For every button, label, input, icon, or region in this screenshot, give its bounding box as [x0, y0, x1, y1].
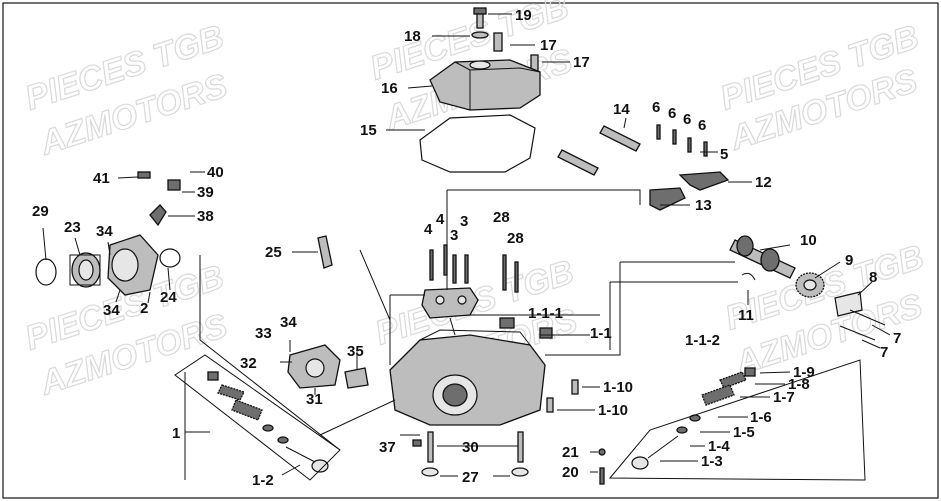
- part-label: 7: [893, 330, 901, 347]
- part-label: 1-1: [590, 325, 612, 342]
- part-label: 37: [379, 439, 396, 456]
- part-label: 1-5: [733, 424, 755, 441]
- thermostat-housing: [107, 171, 181, 296]
- sprocket-plate: [834, 291, 863, 317]
- valve-set-right: [631, 367, 756, 470]
- circlip: [741, 272, 756, 281]
- part-label: 17: [573, 54, 590, 71]
- part-label: 1-10: [598, 402, 628, 419]
- part-label: 28: [493, 209, 510, 226]
- intake-manifold: [287, 344, 341, 389]
- part-label: 21: [562, 444, 579, 461]
- sprocket-bolts: [839, 309, 886, 341]
- part-label: 1-7: [773, 389, 795, 406]
- part-label: 41: [93, 170, 110, 187]
- rocker-shafts: [557, 125, 641, 176]
- part-label: 6: [698, 117, 706, 134]
- part-label: 12: [755, 174, 772, 191]
- part-label: 27: [462, 469, 479, 486]
- part-label: 38: [197, 208, 214, 225]
- part-labels: 19 18 17 17 16 15 14 6 6 6 6 5 12 13 41 …: [32, 7, 901, 489]
- cover-gasket: [419, 114, 536, 173]
- part-label: 34: [103, 302, 120, 319]
- part-label: 31: [306, 391, 323, 408]
- part-label: 9: [845, 252, 853, 269]
- part-label: 13: [695, 197, 712, 214]
- part-label: 28: [507, 230, 524, 247]
- part-label: 30: [462, 439, 479, 456]
- part-label: 11: [738, 307, 754, 324]
- part-label: 1-4: [708, 438, 730, 455]
- leader-lines: [42, 13, 891, 481]
- part-label: 34: [280, 314, 297, 331]
- part-label: 3: [450, 227, 458, 244]
- part-label: 18: [404, 28, 421, 45]
- hose-clamp: [35, 258, 57, 286]
- part-label: 32: [240, 355, 257, 372]
- valve-set-left: [207, 371, 329, 473]
- part-label: 7: [880, 344, 888, 361]
- part-label: 34: [96, 223, 113, 240]
- part-label: 39: [197, 184, 214, 201]
- joint-pipe: [344, 367, 369, 389]
- part-label: 14: [613, 101, 630, 118]
- part-label: 25: [265, 244, 282, 261]
- part-label: 1-1-1: [528, 305, 563, 322]
- part-label: 3: [460, 213, 468, 230]
- spark-plug: [317, 235, 333, 269]
- hose-joint: [69, 252, 101, 288]
- cylinder-head: [389, 329, 546, 426]
- part-label: 1-9: [793, 364, 815, 381]
- head-bolts: [412, 431, 606, 485]
- valve-cover: [429, 59, 541, 111]
- stud-bolts: [429, 244, 519, 293]
- cam-sprocket: [795, 272, 825, 298]
- camshaft: [729, 235, 796, 279]
- part-label: 1-1-2: [685, 332, 720, 349]
- part-label: 1-2: [252, 472, 274, 489]
- part-label: 6: [652, 99, 660, 116]
- rocker-pins: [656, 124, 708, 157]
- rocker-arms: [649, 171, 730, 211]
- part-label: 2: [140, 300, 148, 317]
- part-label: 4: [424, 221, 433, 238]
- part-label: 17: [540, 37, 557, 54]
- cam-holder: [421, 287, 553, 339]
- part-label: 19: [515, 7, 532, 24]
- part-label: 5: [720, 146, 728, 163]
- part-label: 1-10: [603, 379, 633, 396]
- part-label: 1-8: [788, 376, 810, 393]
- part-label: 35: [347, 343, 364, 360]
- part-label: 6: [668, 105, 676, 122]
- part-label: 20: [562, 464, 579, 481]
- part-label: 10: [800, 232, 817, 249]
- part-label: 40: [207, 164, 224, 181]
- part-label: 4: [436, 211, 445, 228]
- part-label: 33: [255, 325, 272, 342]
- part-label: 24: [160, 289, 177, 306]
- part-label: 29: [32, 203, 49, 220]
- part-label: 1-6: [750, 409, 772, 426]
- part-label: 16: [381, 80, 398, 97]
- part-label: 1-3: [701, 453, 723, 470]
- part-drawings: [35, 7, 886, 485]
- dowel-pin: [571, 379, 579, 395]
- part-label: 1: [172, 425, 180, 442]
- o-ring: [159, 248, 181, 268]
- part-label: 6: [683, 111, 691, 128]
- part-label: 8: [869, 269, 877, 286]
- part-label: 23: [64, 219, 81, 236]
- part-label: 15: [360, 122, 377, 139]
- dowel-pin: [546, 397, 554, 413]
